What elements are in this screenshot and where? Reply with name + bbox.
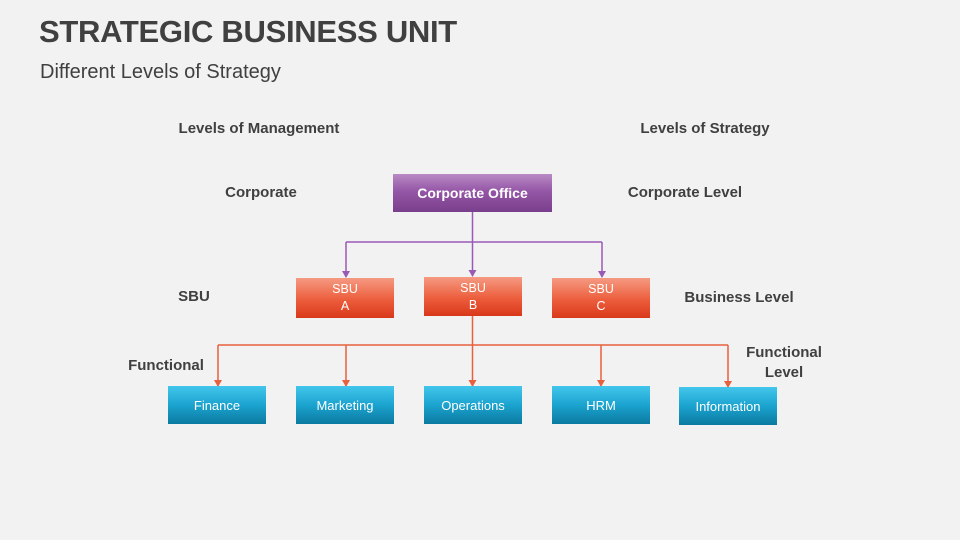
arrowhead-hrm [597,380,605,387]
arrowhead-marketing [342,380,350,387]
management-level-sbu: SBU [178,288,210,305]
node-sbu-b-line2: B [468,297,478,312]
node-sbu-c: SBU C [552,278,650,318]
arrowhead-sbu-b [468,270,477,277]
node-sbu-b-line1: SBU [460,280,486,295]
node-sbu-c-line2: C [596,299,606,313]
node-sbu-a: SBU A [296,278,394,318]
node-finance: Finance [168,386,266,424]
node-sbu-c-line1: SBU [588,282,614,296]
strategy-level-corporate: Corporate Level [627,184,743,201]
strategy-level-business: Business Level [684,289,794,306]
functional-connectors [214,316,732,388]
header-levels-of-management: Levels of Management [178,120,340,137]
strategy-level-functional: Functional Level [746,343,822,383]
slide-subtitle: Different Levels of Strategy [40,61,281,83]
header-levels-of-strategy: Levels of Strategy [640,120,770,137]
arrowhead-finance [214,380,222,387]
node-hrm: HRM [552,386,650,424]
slide-title: STRATEGIC BUSINESS UNIT [39,14,457,49]
arrowhead-information [724,381,732,388]
node-information: Information [679,387,777,425]
node-operations: Operations [424,386,522,424]
node-marketing: Marketing [296,386,394,424]
corporate-connectors [342,212,606,278]
arrowhead-operations [468,380,477,387]
strategy-level-functional-line2: Level [764,364,804,381]
strategy-level-functional-line1: Functional [746,344,822,361]
arrowhead-sbu-c [598,271,606,278]
node-sbu-b: SBU B [424,277,522,316]
management-level-corporate: Corporate [225,184,297,201]
node-sbu-a-line2: A [340,299,350,313]
management-level-functional: Functional [128,357,204,374]
arrowhead-sbu-a [342,271,350,278]
node-corporate-office: Corporate Office [393,174,552,212]
node-sbu-a-line1: SBU [332,282,358,296]
